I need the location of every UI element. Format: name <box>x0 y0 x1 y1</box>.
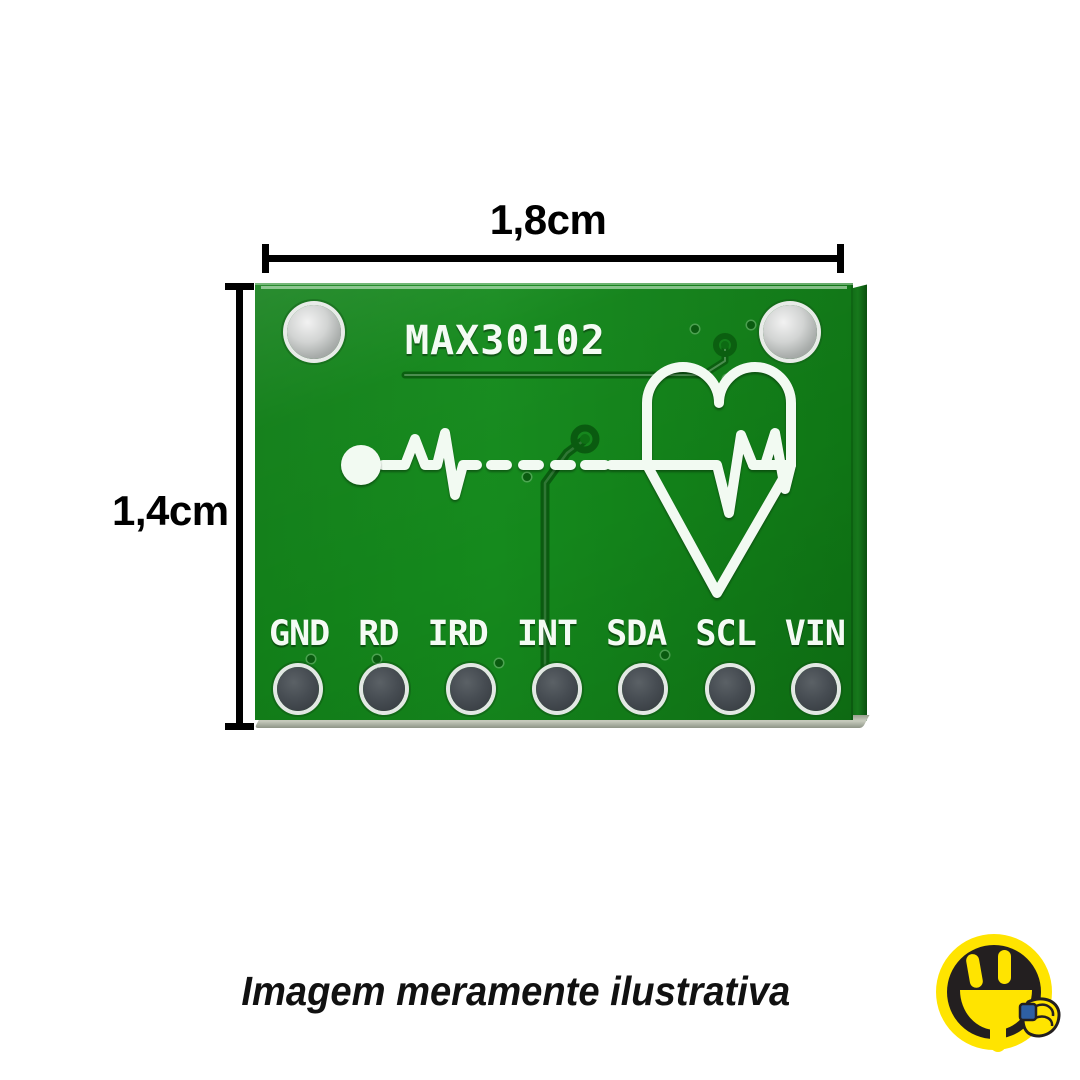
logo-hand-cuff <box>1018 1002 1038 1022</box>
via-icon <box>373 655 381 663</box>
via-icon <box>523 473 531 481</box>
pcb-front-face: MAX30102 GND RD <box>255 283 853 720</box>
height-dimension-cap-bottom <box>225 723 254 730</box>
silkscreen-graphics <box>341 362 796 598</box>
pin-pad-gnd <box>277 667 319 711</box>
logo-plug-prong-left <box>966 954 983 988</box>
ecg-heart-spike <box>748 428 796 494</box>
pin-pad-sda <box>622 667 665 711</box>
width-dimension-label: 1,8cm <box>489 196 607 243</box>
height-dimension-label: 1,4cm <box>112 487 229 534</box>
heart-lower-point <box>642 460 796 598</box>
logo-plug-prong-right <box>998 950 1011 984</box>
pin-pad-vin <box>794 667 837 711</box>
via-icon <box>747 321 755 329</box>
pin-pad-scl <box>708 667 751 711</box>
copper-traces <box>401 333 737 692</box>
silkscreen-part-number: MAX30102 <box>405 318 606 364</box>
height-dimension-cap-top <box>225 283 254 290</box>
pin-label-vin: VIN <box>784 614 846 654</box>
pin-label-scl: SCL <box>695 614 756 654</box>
mounting-hole-left <box>287 305 341 359</box>
mounting-hole-right <box>763 305 817 359</box>
pin-label-ird: IRD <box>427 614 489 654</box>
plug-face-logo <box>936 934 1061 1052</box>
ecg-start-dot <box>341 445 381 485</box>
via-icon <box>661 651 669 659</box>
pin-pad-int <box>535 667 578 711</box>
illustrative-image-caption: Imagem meramente ilustrativa <box>241 968 791 1014</box>
max30102-sensor-board: MAX30102 GND RD <box>254 283 870 733</box>
width-dimension-cap-left <box>262 244 269 273</box>
pin-pad-row <box>277 667 837 711</box>
pin-pad-rd <box>363 667 406 711</box>
logo-hand-icon <box>1018 997 1061 1038</box>
via-icon <box>495 659 503 667</box>
pin-label-row: GND RD IRD INT SDA SCL VIN <box>269 614 846 654</box>
width-dimension-line <box>262 244 844 273</box>
logo-plug-cord <box>990 1028 1006 1052</box>
ecg-waveform-icon <box>378 428 482 500</box>
pin-label-sda: SDA <box>606 614 667 654</box>
pin-label-int: INT <box>516 614 578 654</box>
pin-label-gnd: GND <box>269 614 330 654</box>
height-dimension-line <box>225 283 254 730</box>
pin-pad-ird <box>449 667 492 711</box>
via-icon <box>307 655 315 663</box>
heart-outline-icon <box>606 362 796 518</box>
logo-plug-body <box>960 990 1032 1030</box>
via-icon <box>691 325 699 333</box>
pin-label-rd: RD <box>358 614 399 654</box>
width-dimension-cap-right <box>837 244 844 273</box>
